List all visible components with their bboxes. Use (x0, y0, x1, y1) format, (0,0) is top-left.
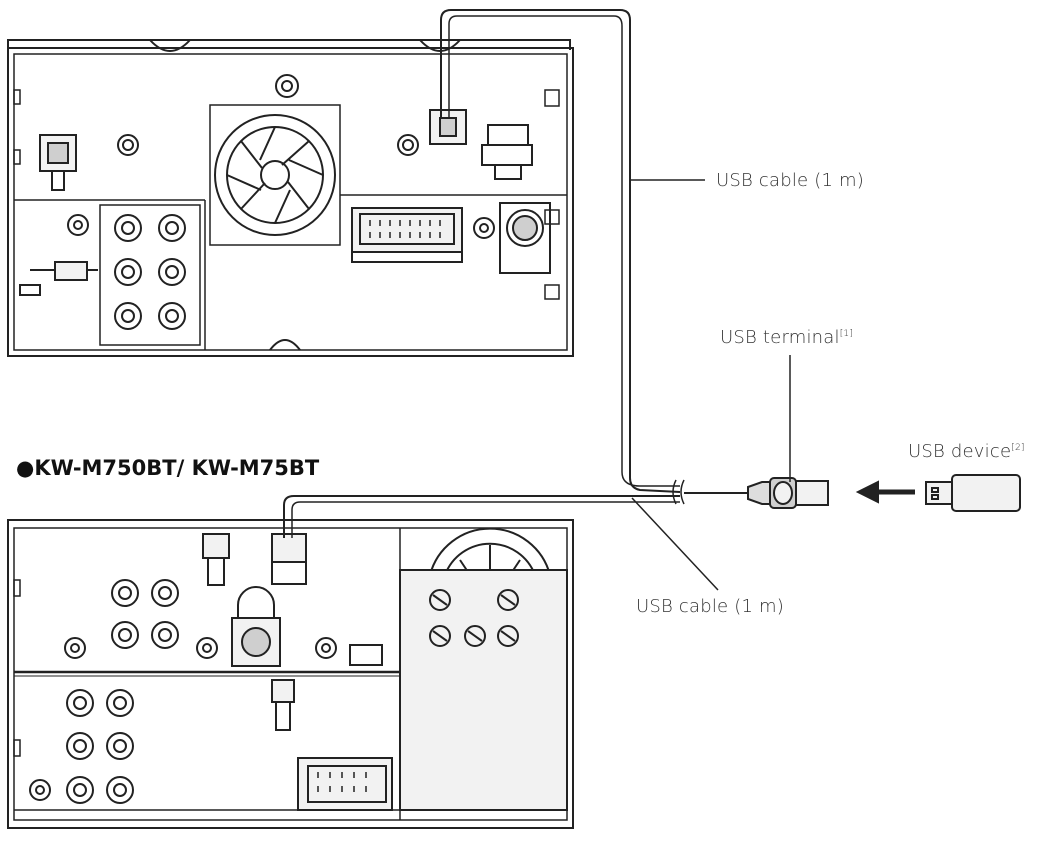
model-heading-bottom-text: ●KW-M750BT/ KW-M75BT (16, 456, 320, 480)
rca-jacks-top (99, 204, 201, 346)
label-usb-cable-bottom-text: USB cable (1 m) (636, 596, 785, 617)
usb-cable-bottom-line (283, 495, 680, 538)
label-usb-terminal: USB terminal[1] (720, 327, 853, 348)
label-usb-cable-top: USB cable (1 m) (716, 170, 864, 191)
label-usb-terminal-text: USB terminal (720, 327, 840, 348)
fan-bottom-icon (429, 527, 551, 576)
bottom-unit-rear-panel (7, 519, 574, 829)
usb-device-icon (925, 474, 1021, 512)
usb-port-top-icon (429, 109, 467, 145)
usb-port-bottom-icon (271, 533, 307, 585)
rca-jacks-bottom-upper (111, 579, 179, 649)
antenna-connector-icon (39, 134, 77, 191)
fan-icon (209, 104, 341, 246)
insert-arrow-icon (855, 480, 915, 504)
wiring-harness-connector (351, 207, 463, 263)
steering-connector (231, 586, 281, 667)
din-connector (499, 202, 551, 274)
wiring-harness-bottom (297, 757, 393, 811)
label-usb-device: USB device[2] (908, 441, 1025, 462)
label-usb-device-text: USB device (908, 441, 1012, 462)
usb-terminal-plug (747, 477, 829, 509)
rca-jacks-bottom-lower (29, 689, 134, 804)
top-unit-rear-panel (7, 39, 574, 357)
label-usb-cable-bottom: USB cable (1 m) (636, 596, 784, 617)
footnote-1: [1] (839, 329, 854, 339)
antenna-connector-bottom-icon (202, 533, 230, 586)
heatsink-plate (399, 569, 568, 811)
small-connector-icon (481, 124, 533, 180)
label-usb-cable-top-text: USB cable (1 m) (716, 170, 865, 191)
model-heading-bottom: ●KW-M750BT/ KW-M75BT (16, 456, 319, 480)
usb-cable-top-line (440, 9, 681, 493)
leader-usb-cable-bottom (631, 497, 719, 591)
footnote-2: [2] (1011, 443, 1025, 453)
